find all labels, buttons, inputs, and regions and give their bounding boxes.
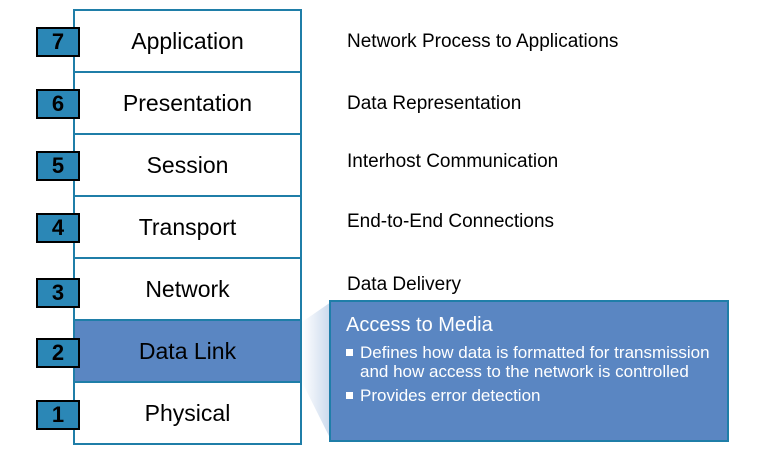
layer-name: Transport xyxy=(138,213,237,240)
layer-description: Data Delivery xyxy=(347,274,462,295)
layer-stack: Application Presentation Session Transpo… xyxy=(73,9,302,445)
layer-row-session: Session xyxy=(75,135,300,197)
callout-bullet-list: Defines how data is formatted for transm… xyxy=(346,343,713,405)
callout-title: Access to Media xyxy=(346,314,493,336)
layer-row-application: Application xyxy=(75,11,300,73)
layer-number-badge: 7 xyxy=(36,27,80,57)
layer-row-physical: Physical xyxy=(75,383,300,443)
layer-row-transport: Transport xyxy=(75,197,300,259)
layer-name: Presentation xyxy=(122,89,253,116)
layer-row-network: Network xyxy=(75,259,300,321)
callout-bullet: Provides error detection xyxy=(346,386,713,405)
layer-number-badge: 6 xyxy=(36,89,80,119)
layer-name: Network xyxy=(145,275,230,302)
layer-number-badge: 4 xyxy=(36,213,80,243)
layer-name: Physical xyxy=(144,399,231,426)
layer-name: Data Link xyxy=(138,337,237,364)
layer-name: Application xyxy=(131,27,244,54)
layer-description: Network Process to Applications xyxy=(347,31,619,52)
layer-name: Session xyxy=(146,151,229,178)
layer-number-badge: 5 xyxy=(36,151,80,181)
layer-row-presentation: Presentation xyxy=(75,73,300,135)
layer-description: End-to-End Connections xyxy=(347,211,555,232)
layer-number-badge: 3 xyxy=(36,278,80,308)
callout-box: Access to Media Defines how data is form… xyxy=(329,300,729,442)
layer-description: Interhost Communication xyxy=(347,151,559,172)
callout-bullet: Defines how data is formatted for transm… xyxy=(346,343,713,381)
layer-number-badge: 1 xyxy=(36,400,80,430)
layer-number-badge: 2 xyxy=(36,338,80,368)
layer-description: Data Representation xyxy=(347,93,522,114)
layer-row-data-link: Data Link xyxy=(75,321,300,383)
